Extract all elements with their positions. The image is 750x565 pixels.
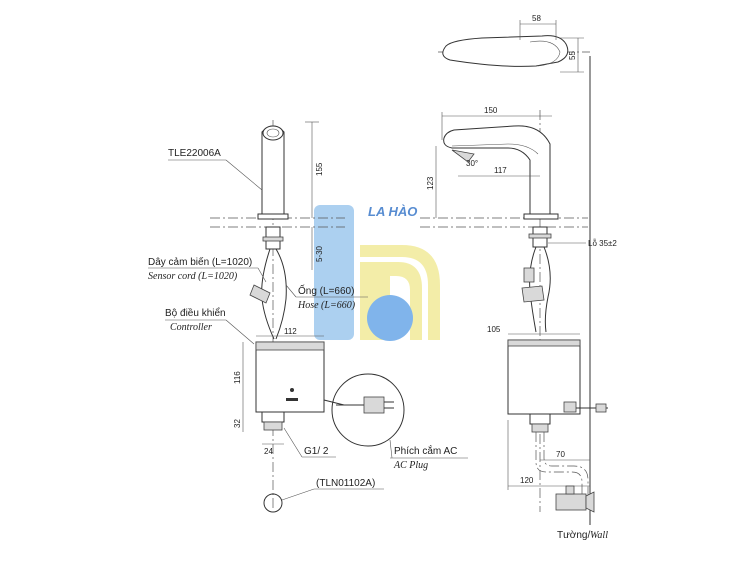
front-view: 155 5-30 TLE22006A Dây cảm biến (L=1020)… xyxy=(148,120,468,513)
top-spout-outline xyxy=(442,35,569,67)
label-wall-en: Wall xyxy=(590,530,608,541)
front-valve-circle xyxy=(263,493,283,513)
label-controller-en: Controller xyxy=(170,322,212,333)
leader-model xyxy=(225,159,263,191)
front-controller-logo xyxy=(286,398,298,401)
watermark-yellow-arc-outer xyxy=(360,245,440,340)
dim-spout-length: 150 xyxy=(484,106,498,115)
dim-controller-height: 116 xyxy=(233,371,242,384)
dim-controller-width-side: 105 xyxy=(487,325,501,334)
watermark-blue-dot xyxy=(367,295,413,341)
front-cord-connector xyxy=(249,284,271,304)
dim-offset-120: 120 xyxy=(520,476,534,485)
watermark-logo: LA HÀO xyxy=(314,204,440,341)
label-sensor-cord-en: Sensor cord (L=1020) xyxy=(148,271,238,282)
dim-inlet-width: 24 xyxy=(264,447,273,456)
dim-reach: 117 xyxy=(494,166,507,175)
leader-ac-plug xyxy=(389,439,393,459)
label-thread: G1/ 2 xyxy=(304,446,329,457)
side-spout-inner xyxy=(451,143,539,155)
front-controller-led xyxy=(290,388,294,392)
dim-top-width: 58 xyxy=(532,14,541,23)
front-controller-box xyxy=(255,341,325,413)
side-wall-flange xyxy=(585,491,595,513)
label-controller-vi: Bộ điều khiển xyxy=(165,307,226,319)
leader-hose xyxy=(285,284,297,298)
leader-valve xyxy=(281,488,315,501)
watermark-text: LA HÀO xyxy=(368,204,417,219)
side-view: 150 30° 123 117 Lỗ 35±2 105 xyxy=(420,56,617,541)
top-view: 58 55 xyxy=(438,14,590,73)
side-supply-pipe xyxy=(535,432,583,494)
front-sensor-head xyxy=(262,125,284,141)
dim-thickness: 5-30 xyxy=(315,245,324,262)
label-valve-model: (TLN01102A) xyxy=(316,478,375,489)
watermark-blue-bar xyxy=(314,205,354,340)
dim-angle: 30° xyxy=(466,159,478,168)
dim-body-height: 155 xyxy=(315,162,324,176)
side-controller-port xyxy=(563,401,577,413)
side-faucet-base xyxy=(523,213,559,220)
side-sensor-beam xyxy=(451,149,475,163)
label-sensor-cord-vi: Dây cảm biến (L=1020) xyxy=(148,256,252,268)
front-sensor-window xyxy=(266,128,280,138)
side-cord-clip xyxy=(523,267,535,283)
dim-faucet-height: 123 xyxy=(426,176,435,190)
top-spout-curve xyxy=(529,40,561,67)
front-inlet-nut xyxy=(263,421,283,431)
ac-plug-detail-circle xyxy=(331,373,405,447)
front-hose xyxy=(275,248,287,340)
front-controller-lid xyxy=(255,341,325,351)
side-inlet-nut xyxy=(531,423,549,433)
label-hose-vi: Ống (L=660) xyxy=(298,283,354,297)
front-controller-inlet xyxy=(261,411,285,423)
label-model: TLE22006A xyxy=(168,148,221,159)
dim-hole: Lỗ 35±2 xyxy=(588,239,617,248)
dim-top-height: 55 xyxy=(568,51,577,60)
dim-base-height: 32 xyxy=(233,419,242,428)
front-shank-nut xyxy=(262,236,284,242)
side-shank-nut xyxy=(528,233,552,239)
dim-offset-70: 70 xyxy=(556,450,565,459)
side-stop-valve-handle xyxy=(565,485,575,495)
front-faucet-base xyxy=(257,213,289,220)
label-ac-plug-en: AC Plug xyxy=(393,460,428,471)
side-cord-connector xyxy=(521,285,545,303)
leader-controller xyxy=(225,319,255,345)
label-wall-vi: Tường/ xyxy=(557,530,590,541)
side-power-plug xyxy=(595,403,607,413)
side-inlet xyxy=(529,413,551,425)
side-stop-valve xyxy=(555,493,587,511)
leader-sensor xyxy=(257,267,267,283)
front-power-cord xyxy=(323,399,345,406)
side-hose xyxy=(543,246,551,333)
label-ac-plug-vi: Phích cắm AC xyxy=(394,444,457,457)
side-supply-pipe-outer xyxy=(543,432,589,496)
dim-controller-width-front: 112 xyxy=(284,327,297,336)
side-controller-lid xyxy=(507,339,581,347)
leader-thread xyxy=(283,427,303,458)
ac-plug-body xyxy=(363,396,385,414)
label-hose-en: Hose (L=660) xyxy=(297,300,356,311)
